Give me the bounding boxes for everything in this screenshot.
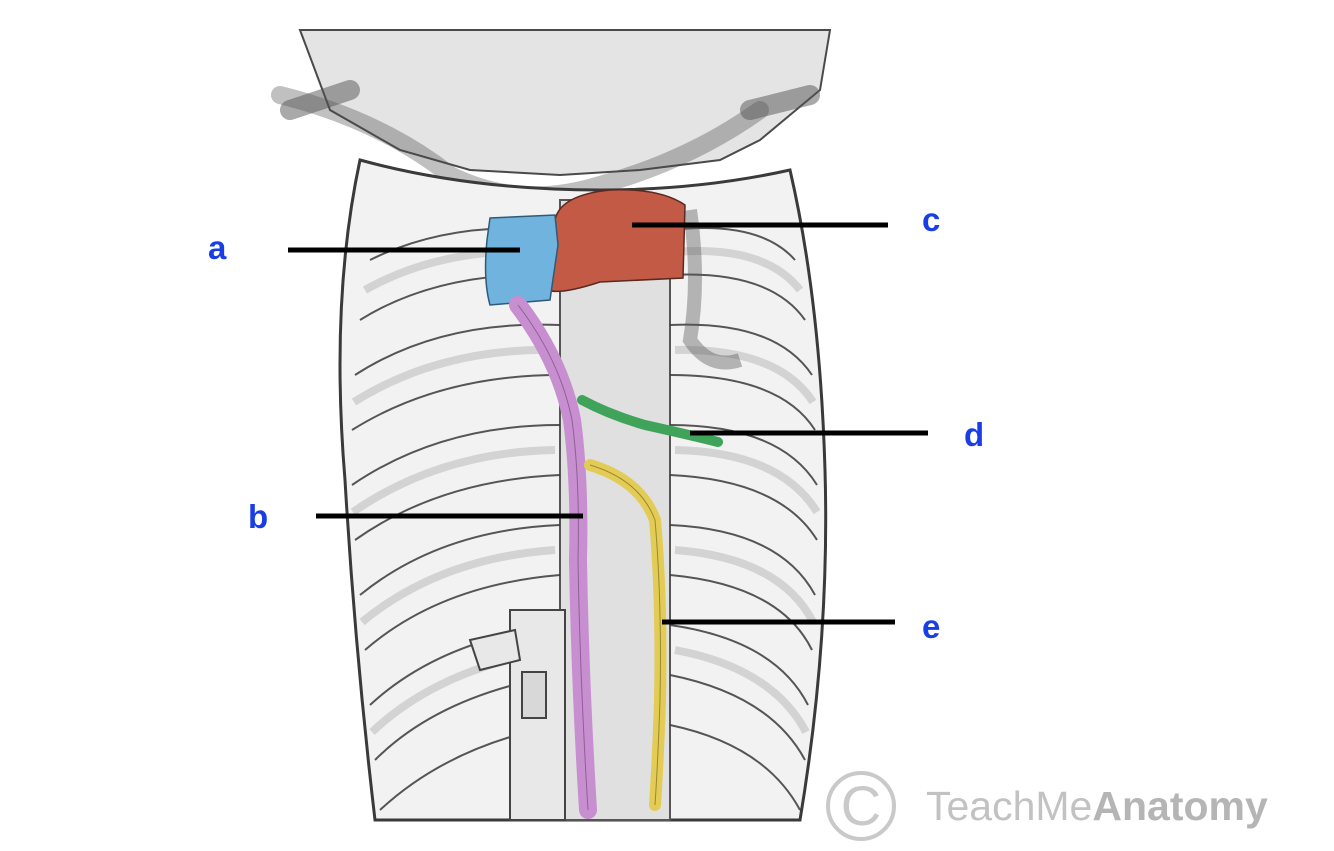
watermark: C TeachMeAnatomy	[826, 766, 1268, 846]
watermark-text: TeachMeAnatomy	[926, 783, 1268, 830]
background-drawing	[280, 30, 830, 820]
label-c: c	[922, 203, 940, 236]
copyright-icon: C	[826, 771, 896, 841]
structure-c	[548, 190, 685, 292]
label-d: d	[964, 418, 984, 451]
structure-a	[486, 215, 558, 305]
label-a: a	[208, 231, 226, 264]
watermark-text-light: TeachMe	[926, 783, 1092, 829]
label-e: e	[922, 610, 940, 643]
label-b: b	[248, 500, 268, 533]
watermark-text-bold: Anatomy	[1092, 783, 1267, 829]
